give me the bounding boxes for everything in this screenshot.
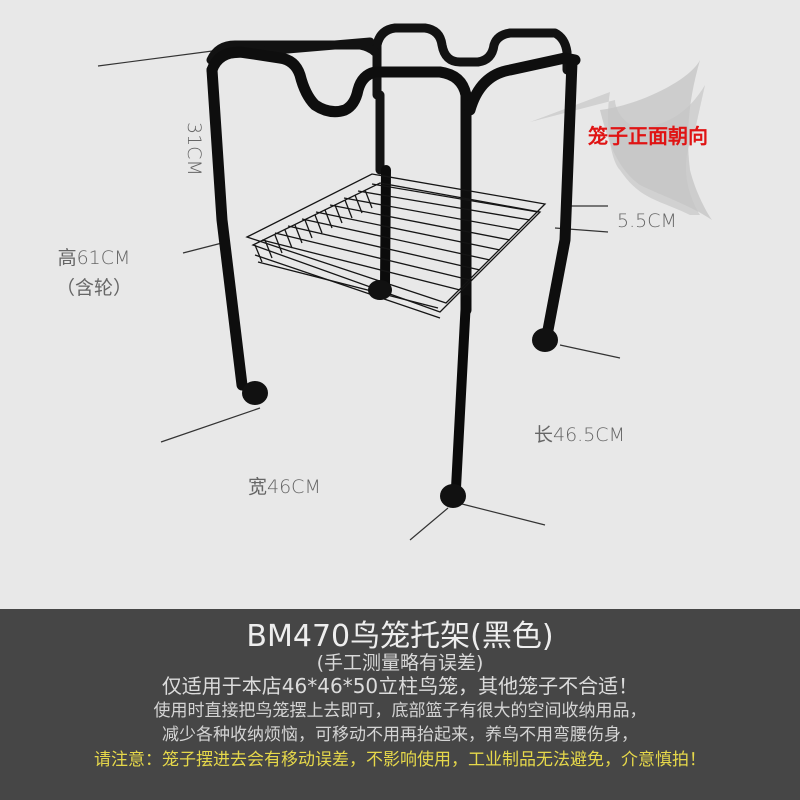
total-height-note: （含轮） bbox=[56, 277, 133, 299]
measurement-note: (手工测量略有误差) bbox=[316, 652, 484, 674]
dimension-lines bbox=[97, 49, 621, 541]
bird-cage-stand-illustration bbox=[97, 23, 712, 541]
total-height-dimension: 高61CM （含轮） bbox=[56, 243, 132, 303]
product-info-panel: BM470鸟笼托架(黑色) (手工测量略有误差) 仅适用于本店46*46*50立… bbox=[0, 609, 800, 800]
length-dimension: 长46.5CM bbox=[534, 424, 625, 446]
direction-arrow-icon bbox=[530, 60, 712, 220]
wire-basket bbox=[245, 173, 547, 319]
compatibility-note: 仅适用于本店46*46*50立柱鸟笼，其他笼子不合适！ bbox=[161, 674, 639, 698]
usage-description-1: 使用时直接把鸟笼摆上去即可，底部篮子有很大的空间收纳用品， bbox=[153, 701, 647, 721]
usage-description-2: 减少各种收纳烦恼，可移动不用再抬起来，养鸟不用弯腰伤身， bbox=[162, 725, 638, 745]
product-title: BM470鸟笼托架(黑色) bbox=[246, 619, 554, 654]
basket-depth-dimension: 5.5CM bbox=[617, 210, 677, 232]
product-image-area: 笼子正面朝向 31CM 高61CM （含轮） 5.5CM 长46.5CM 宽46… bbox=[56, 23, 712, 541]
warning-note: 请注意：笼子摆进去会有移动误差，不影响使用，工业制品无法避免，介意慎拍！ bbox=[94, 750, 706, 770]
caster-wheels bbox=[242, 328, 558, 508]
width-dimension: 宽46CM bbox=[248, 476, 321, 498]
total-height-label: 高61CM bbox=[57, 247, 131, 269]
cage-front-direction-label: 笼子正面朝向 bbox=[588, 124, 708, 148]
upper-height-dimension: 31CM bbox=[183, 122, 205, 176]
